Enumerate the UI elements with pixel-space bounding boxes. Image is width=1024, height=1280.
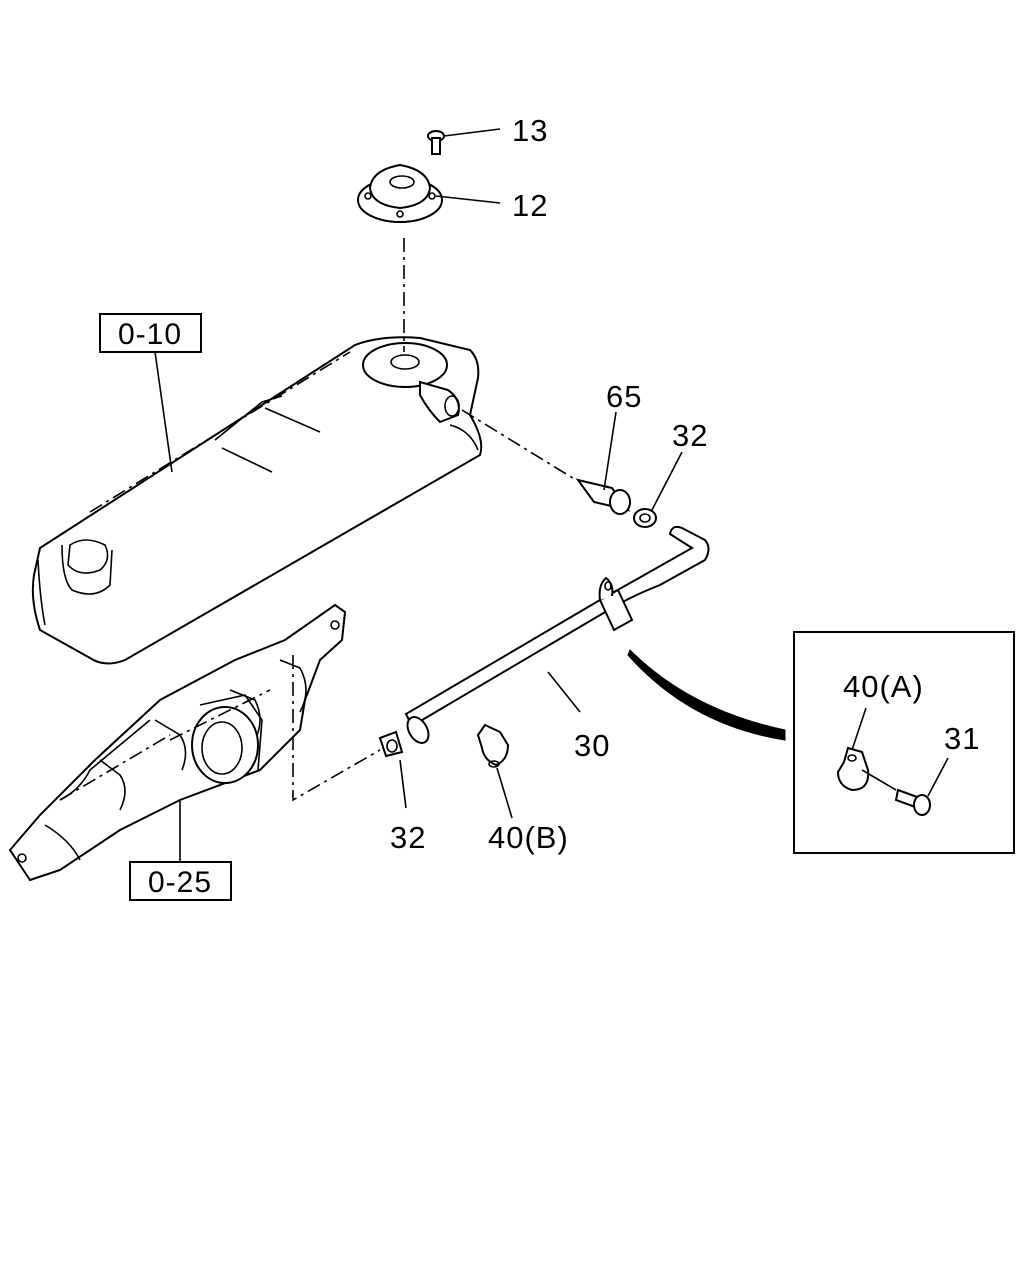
part-32-lower-clamp (292, 655, 407, 809)
callout-30: 30 (574, 728, 610, 763)
callout-13: 13 (512, 113, 548, 148)
callout-65: 65 (606, 379, 642, 414)
callout-40a: 40(A) (843, 669, 924, 704)
callout-32-lower: 32 (390, 820, 426, 855)
callout-12: 12 (512, 188, 548, 223)
part-12-pcv-cap (357, 163, 501, 352)
part-32-upper-clamp (633, 451, 683, 528)
callout-40b: 40(B) (488, 820, 569, 855)
ref-0-10-label: 0-10 (118, 318, 182, 351)
part-65-connector (461, 409, 631, 515)
ref-0-25-box: 0-25 (129, 800, 232, 901)
part-13-bolt (427, 128, 501, 155)
ref-0-25-label: 0-25 (148, 866, 212, 899)
detail-inset (793, 631, 1015, 854)
cylinder-head-cover (31, 336, 483, 665)
manifold (8, 603, 347, 882)
detail-pointer (627, 649, 786, 741)
part-40b-bracket (476, 723, 513, 819)
part-30-hose (404, 525, 710, 744)
callout-32-upper: 32 (672, 418, 708, 453)
ref-0-10-box: 0-10 (99, 313, 202, 473)
callout-31: 31 (944, 721, 980, 756)
